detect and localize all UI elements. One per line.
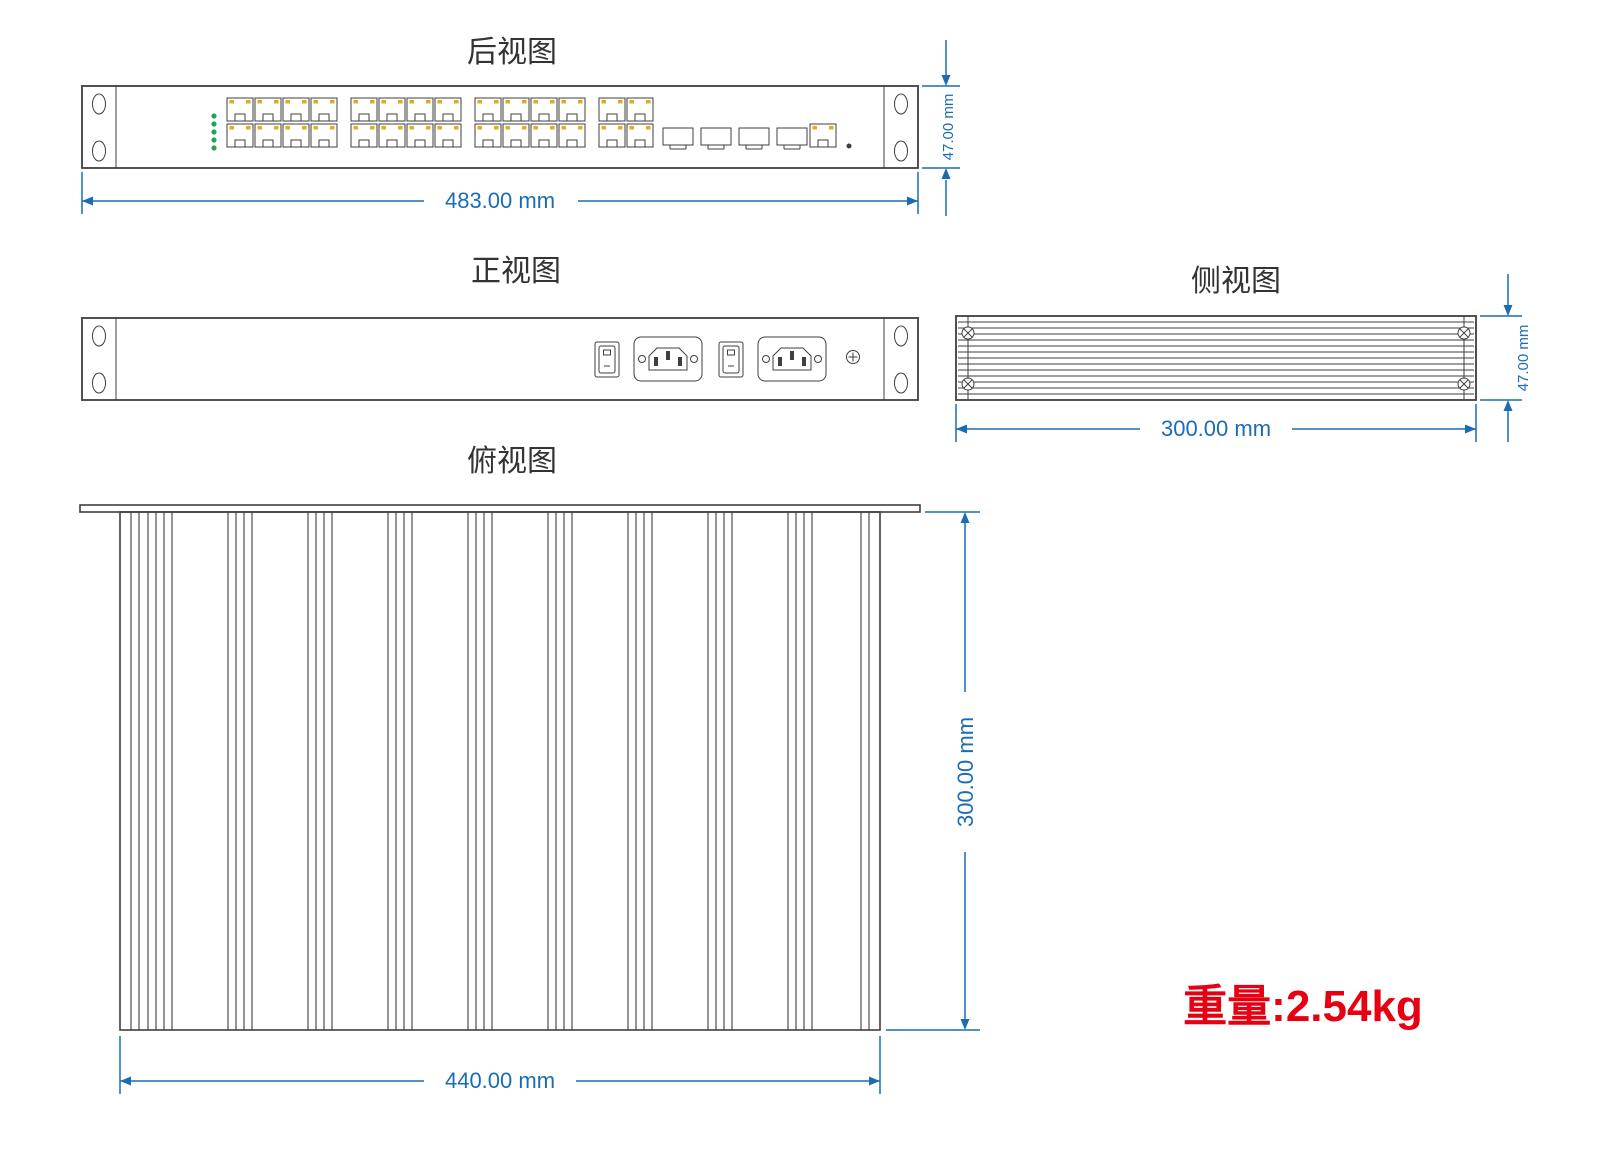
arrow-down-icon <box>960 1019 970 1030</box>
top-fins <box>130 511 870 1031</box>
status-led-column <box>211 113 217 151</box>
top-width-dimension: 440.00 mm <box>119 1036 881 1094</box>
arrow-left-icon <box>120 1076 131 1086</box>
top-view-body <box>79 504 921 1031</box>
screw-icon <box>1457 326 1471 340</box>
side-view-body <box>955 315 1477 401</box>
rear-width-label: 483.00 mm <box>445 188 555 213</box>
side-view-title: 侧视图 <box>1191 265 1281 298</box>
arrow-down-icon <box>1503 305 1513 316</box>
arrow-right-icon <box>869 1076 880 1086</box>
arrow-left-icon <box>82 196 93 206</box>
top-view-title: 俯视图 <box>467 445 557 478</box>
arrow-up-icon <box>960 512 970 523</box>
top-front-flange <box>79 504 921 513</box>
side-height-dimension: 47.00 mm <box>1480 274 1532 442</box>
side-width-dimension: 300.00 mm <box>955 404 1477 442</box>
rear-view-panel <box>81 85 919 169</box>
rear-width-dimension: 483.00 mm <box>81 172 919 214</box>
top-body-outline <box>119 511 881 1031</box>
reset-hole <box>846 143 852 149</box>
rear-height-label: 47.00 mm <box>940 94 957 161</box>
rear-view-title: 后视图 <box>467 36 557 69</box>
rear-height-dimension: 47.00 mm <box>922 40 960 216</box>
arrow-down-icon <box>941 75 951 86</box>
top-depth-dimension: 300.00 mm <box>886 511 980 1031</box>
weight-label: 重量:2.54kg <box>1183 982 1423 1031</box>
top-depth-label: 300.00 mm <box>953 717 978 827</box>
top-width-label: 440.00 mm <box>445 1068 555 1093</box>
arrow-right-icon <box>907 196 918 206</box>
front-view-title: 正视图 <box>471 255 561 288</box>
screw-icon <box>1457 377 1471 391</box>
rear-panel-outline <box>81 85 919 169</box>
arrow-right-icon <box>1465 424 1476 434</box>
arrow-up-icon <box>1503 400 1513 411</box>
screw-icon <box>846 350 860 364</box>
arrow-left-icon <box>956 424 967 434</box>
side-width-label: 300.00 mm <box>1161 416 1271 441</box>
side-height-label: 47.00 mm <box>1515 325 1532 392</box>
screw-icon <box>961 377 975 391</box>
arrow-up-icon <box>941 168 951 179</box>
side-fins-hatch <box>958 321 1474 395</box>
screw-icon <box>961 326 975 340</box>
front-view-panel <box>81 317 919 401</box>
